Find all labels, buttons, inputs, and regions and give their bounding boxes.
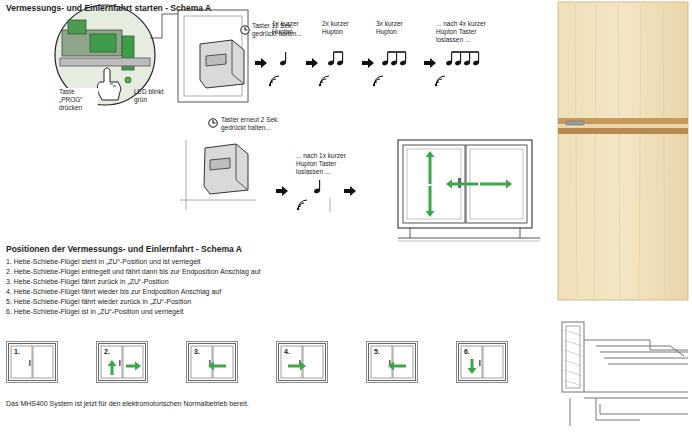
motion-arrow [468, 359, 477, 374]
callout-text: 1x kurzer Hupton [272, 20, 306, 36]
motion-arrow [446, 180, 478, 189]
window-sketch [279, 344, 326, 381]
arrow-shaft [429, 186, 432, 211]
window-sketch [99, 344, 146, 381]
motion-arrow [388, 362, 406, 371]
arrow-head [468, 368, 477, 374]
arrow-head [300, 362, 306, 371]
arrow-shaft [394, 365, 406, 368]
step-number: 1. [14, 348, 20, 356]
step-description: 3. Hebe-Schiebe-Flügel fährt zurück in „… [6, 278, 169, 286]
callout-text: LED blinkt grün [134, 88, 166, 104]
arrow-shaft [429, 157, 432, 184]
window-sketch [9, 344, 56, 381]
motion-arrow [480, 180, 512, 189]
diagram-caption: Das MHS400 System ist jetzt für den elek… [6, 400, 249, 408]
arrow-head [108, 360, 117, 366]
section-heading: Positionen der Vermessungs- und Einlernf… [6, 244, 242, 254]
motion-arrow [126, 362, 141, 371]
motion-arrow [426, 186, 435, 217]
arrow-shaft [288, 365, 300, 368]
arrow-shaft [480, 183, 506, 186]
callout-text: 2x kurzer Hupton [322, 20, 356, 36]
callout-text: Taster erneut 2 Sek. gedrückt halten... [221, 116, 287, 132]
arrow-head [446, 180, 452, 189]
callout-text: 3x kurzer Hupton [376, 20, 410, 36]
step-number: 2. [104, 348, 110, 356]
arrow-head [135, 362, 141, 371]
step-number: 4. [284, 348, 290, 356]
step-description: 5. Hebe-Schiebe-Flügel fährt wieder zurü… [6, 298, 191, 306]
step-number: 5. [374, 348, 380, 356]
arrow-shaft [111, 366, 114, 375]
step-panel: 1. [6, 341, 58, 383]
window-sketch [369, 344, 416, 381]
arrow-shaft [452, 183, 478, 186]
motion-arrow [208, 362, 226, 371]
step-number: 6. [464, 348, 470, 356]
callout-text: ... nach 1x kurzer Hupton Taster loslass… [296, 152, 362, 175]
motion-arrow [108, 360, 117, 375]
step-panel: 2. [96, 341, 148, 383]
step-description: 2. Hebe-Schiebe-Flügel entriegelt und fä… [6, 268, 261, 276]
motion-arrow [288, 362, 306, 371]
callout-text: Taste „PROG“ drücken [58, 88, 98, 111]
motion-arrow [426, 151, 435, 184]
step-panel: 3. [186, 341, 238, 383]
arrow-head [208, 362, 214, 371]
arrow-shaft [126, 365, 135, 368]
step-description: 6. Hebe-Schiebe-Flügel ist in „ZU“-Posit… [6, 308, 183, 316]
step-panel: 6. [456, 341, 508, 383]
step-description: 4. Hebe-Schiebe-Flügel fährt wieder bis … [6, 288, 221, 296]
arrow-head [506, 180, 512, 189]
step-panel: 4. [276, 341, 328, 383]
diagram-title: Vermessungs- und Einlernfahrt starten - … [6, 3, 211, 13]
arrow-head [388, 362, 394, 371]
step-description: 1. Hebe-Schiebe-Flügel steht in „ZU“-Pos… [6, 258, 201, 266]
arrow-shaft [214, 365, 226, 368]
arrow-shaft [471, 359, 474, 368]
arrow-head [426, 151, 435, 157]
step-number: 3. [194, 348, 200, 356]
window-sketch [189, 344, 236, 381]
arrow-head [426, 211, 435, 217]
step-panel: 5. [366, 341, 418, 383]
window-sketch [459, 344, 506, 381]
callout-text: ... nach 4x kurzer Hupton Taster loslass… [436, 20, 502, 43]
